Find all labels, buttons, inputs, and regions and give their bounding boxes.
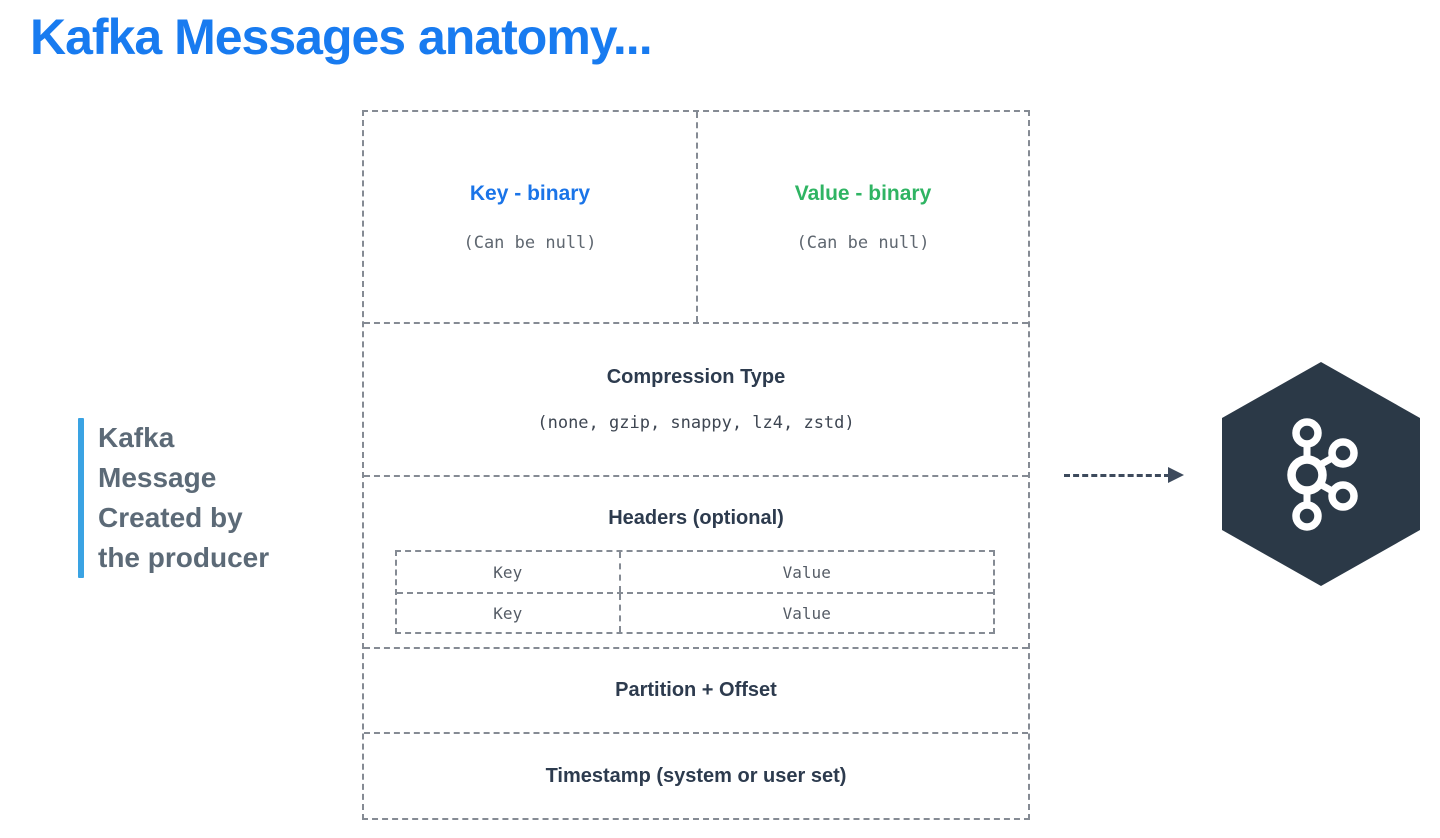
key-cell: Key - binary (Can be null): [364, 112, 696, 322]
page-title: Kafka Messages anatomy...: [30, 9, 653, 65]
header-value-cell: Value: [621, 594, 994, 632]
compression-options: (none, gzip, snappy, lz4, zstd): [537, 413, 855, 433]
producer-annotation: Kafka Message Created by the producer: [78, 418, 269, 578]
value-cell-title: Value - binary: [794, 181, 932, 205]
key-cell-subtitle: (Can be null): [463, 232, 597, 253]
annotation-line: Created by: [98, 502, 243, 533]
kafka-logo-icon: [1222, 362, 1420, 586]
header-value-label: Value: [782, 603, 831, 623]
header-value-cell: Value: [621, 552, 994, 592]
header-value-label: Value: [782, 562, 831, 582]
annotation-text: Kafka Message Created by the producer: [98, 418, 269, 578]
headers-table-row: Key Value: [397, 552, 993, 592]
headers-table-row: Key Value: [397, 592, 993, 632]
annotation-line: the producer: [98, 542, 270, 573]
value-cell-subtitle: (Can be null): [796, 232, 930, 253]
key-value-row: Key - binary (Can be null) Value - binar…: [364, 112, 1028, 322]
annotation-line: Message: [98, 462, 217, 493]
header-key-label: Key: [493, 562, 523, 582]
partition-title: Partition + Offset: [615, 679, 777, 701]
timestamp-section: Timestamp (system or user set): [364, 732, 1028, 818]
value-cell: Value - binary (Can be null): [696, 112, 1028, 322]
kafka-message-box: Key - binary (Can be null) Value - binar…: [362, 110, 1030, 820]
annotation-line: Kafka: [98, 422, 175, 453]
timestamp-title: Timestamp (system or user set): [545, 764, 847, 787]
header-key-cell: Key: [397, 594, 621, 632]
dashed-right-arrow-icon: [1064, 466, 1186, 484]
headers-section: Headers (optional) Key Value Key Value: [364, 475, 1028, 647]
annotation-accent-bar: [78, 418, 84, 578]
arrow-shaft: [1064, 474, 1170, 477]
headers-table: Key Value Key Value: [395, 550, 995, 634]
partition-section: Partition + Offset: [364, 647, 1028, 732]
compression-section: Compression Type (none, gzip, snappy, lz…: [364, 322, 1028, 475]
compression-title: Compression Type: [606, 366, 786, 388]
header-key-label: Key: [493, 603, 523, 623]
headers-title: Headers (optional): [608, 507, 784, 529]
arrow-head: [1168, 467, 1184, 483]
key-cell-title: Key - binary: [469, 181, 591, 205]
header-key-cell: Key: [397, 552, 621, 592]
